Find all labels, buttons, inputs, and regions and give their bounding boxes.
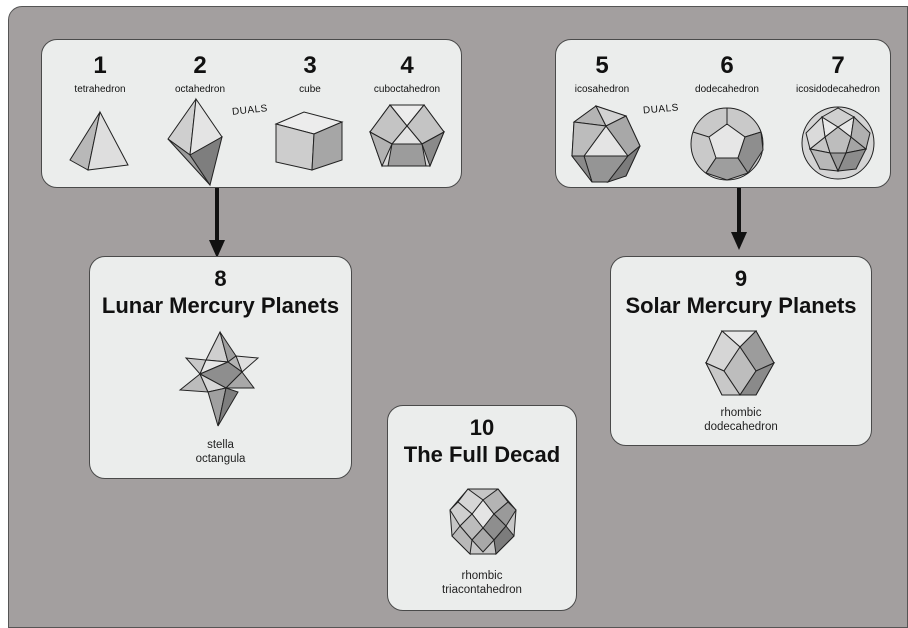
item-7-number: 7	[831, 52, 845, 79]
cuboctahedron-icon	[369, 104, 445, 168]
item-1-name: tetrahedron	[74, 84, 126, 95]
icosahedron-icon	[570, 105, 641, 183]
solar-title: Solar Mercury Planets	[625, 293, 857, 318]
lunar-title: Lunar Mercury Planets	[101, 293, 340, 318]
lunar-caption-line1: stella	[207, 439, 234, 451]
item-7-name: icosidodecahedron	[796, 84, 880, 95]
arrow-to-lunar	[209, 188, 225, 258]
diagram-canvas: 1 tetrahedron 2 octahedron DUALS 3 cube …	[8, 6, 908, 628]
lunar-caption: stella octangula	[90, 438, 351, 466]
item-4-name: cuboctahedron	[373, 84, 441, 95]
decad-caption-line1: rhombic	[461, 570, 503, 582]
decad-number: 10	[469, 415, 495, 440]
duals-label-right: DUALS	[642, 102, 680, 117]
tetrahedron-icon	[69, 110, 129, 171]
rhombic-dodecahedron-icon	[704, 330, 776, 396]
icosidodecahedron-icon	[801, 106, 875, 180]
item-6-name: dodecahedron	[695, 84, 759, 95]
item-2-name: octahedron	[174, 84, 226, 95]
octahedron-icon	[167, 97, 223, 187]
stella-octangula-icon	[178, 330, 260, 427]
item-3-number: 3	[303, 52, 317, 79]
item-2-number: 2	[193, 52, 207, 79]
duals-label-left: DUALS	[231, 103, 269, 118]
item-5-number: 5	[595, 52, 609, 79]
cube-icon	[274, 111, 344, 171]
arrow-to-solar	[731, 188, 747, 250]
lunar-number: 8	[214, 266, 227, 291]
item-6-number: 6	[720, 52, 734, 79]
panel-lunar-mercury-planets: 8 Lunar Mercury Planets stella octangula	[89, 256, 352, 479]
item-3-name: cube	[299, 84, 321, 95]
panel-solids-1-4: 1 tetrahedron 2 octahedron DUALS 3 cube …	[41, 39, 462, 188]
decad-title: The Full Decad	[403, 442, 561, 467]
item-4-number: 4	[400, 52, 414, 79]
solar-caption-line2: dodecahedron	[704, 421, 778, 433]
rhombic-triacontahedron-icon	[449, 488, 517, 556]
lunar-caption-line2: octangula	[195, 453, 246, 465]
decad-caption: rhombic triacontahedron	[388, 569, 576, 597]
panel-solar-mercury-planets: 9 Solar Mercury Planets rhombic dodecahe…	[610, 256, 872, 446]
solar-caption-line1: rhombic	[720, 407, 762, 419]
item-1-number: 1	[93, 52, 107, 79]
solar-caption: rhombic dodecahedron	[611, 406, 871, 434]
solar-number: 9	[734, 266, 748, 291]
panel-full-decad: 10 The Full Decad rhombic triacontahedro…	[387, 405, 577, 611]
panel-solids-5-7: 5 icosahedron DUALS 6 dodecahedron	[555, 39, 891, 188]
item-5-name: icosahedron	[574, 84, 630, 95]
dodecahedron-icon	[690, 107, 764, 181]
decad-caption-line2: triacontahedron	[442, 584, 522, 596]
